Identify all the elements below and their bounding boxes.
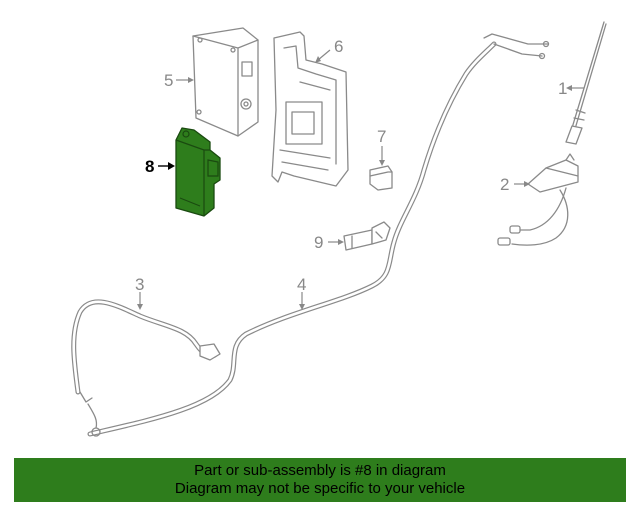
leader-4-arrow	[299, 304, 305, 310]
info-banner: Part or sub-assembly is #8 in diagram Di…	[14, 458, 626, 502]
part-6-bracket[interactable]	[271, 31, 349, 187]
leader-3-arrow	[137, 304, 143, 310]
part-5-module[interactable]	[192, 27, 259, 137]
part-8-module[interactable]	[175, 127, 221, 217]
callout-9[interactable]: 9	[314, 233, 323, 252]
callout-7[interactable]: 7	[377, 127, 386, 146]
leader-9-arrow	[338, 239, 344, 245]
part-9-clip[interactable]	[343, 221, 391, 251]
leader-2-arrow	[524, 181, 530, 187]
leader-1-arrow	[566, 85, 572, 91]
part-7-clip[interactable]	[369, 165, 393, 191]
leader-7-arrow	[379, 160, 385, 166]
leader-5-arrow	[188, 77, 194, 83]
banner-line-2: Diagram may not be specific to your vehi…	[174, 480, 466, 497]
callout-3[interactable]: 3	[135, 275, 144, 294]
leader-6-arrow	[315, 56, 321, 63]
callout-2[interactable]: 2	[500, 175, 509, 194]
part-3-cable[interactable]	[71, 299, 221, 429]
leader-8-arrow	[168, 162, 175, 170]
callout-4[interactable]: 4	[297, 275, 306, 294]
banner-line-1: Part or sub-assembly is #8 in diagram	[194, 462, 446, 479]
part-4-cable[interactable]	[87, 33, 550, 437]
callout-8[interactable]: 8	[145, 157, 154, 176]
part-2-antenna-base[interactable]	[497, 153, 579, 246]
callout-1[interactable]: 1	[558, 79, 567, 98]
callout-5[interactable]: 5	[164, 71, 173, 90]
part-1-antenna-mast[interactable]	[565, 21, 607, 145]
callout-6[interactable]: 6	[334, 37, 343, 56]
leader-6	[317, 49, 331, 61]
